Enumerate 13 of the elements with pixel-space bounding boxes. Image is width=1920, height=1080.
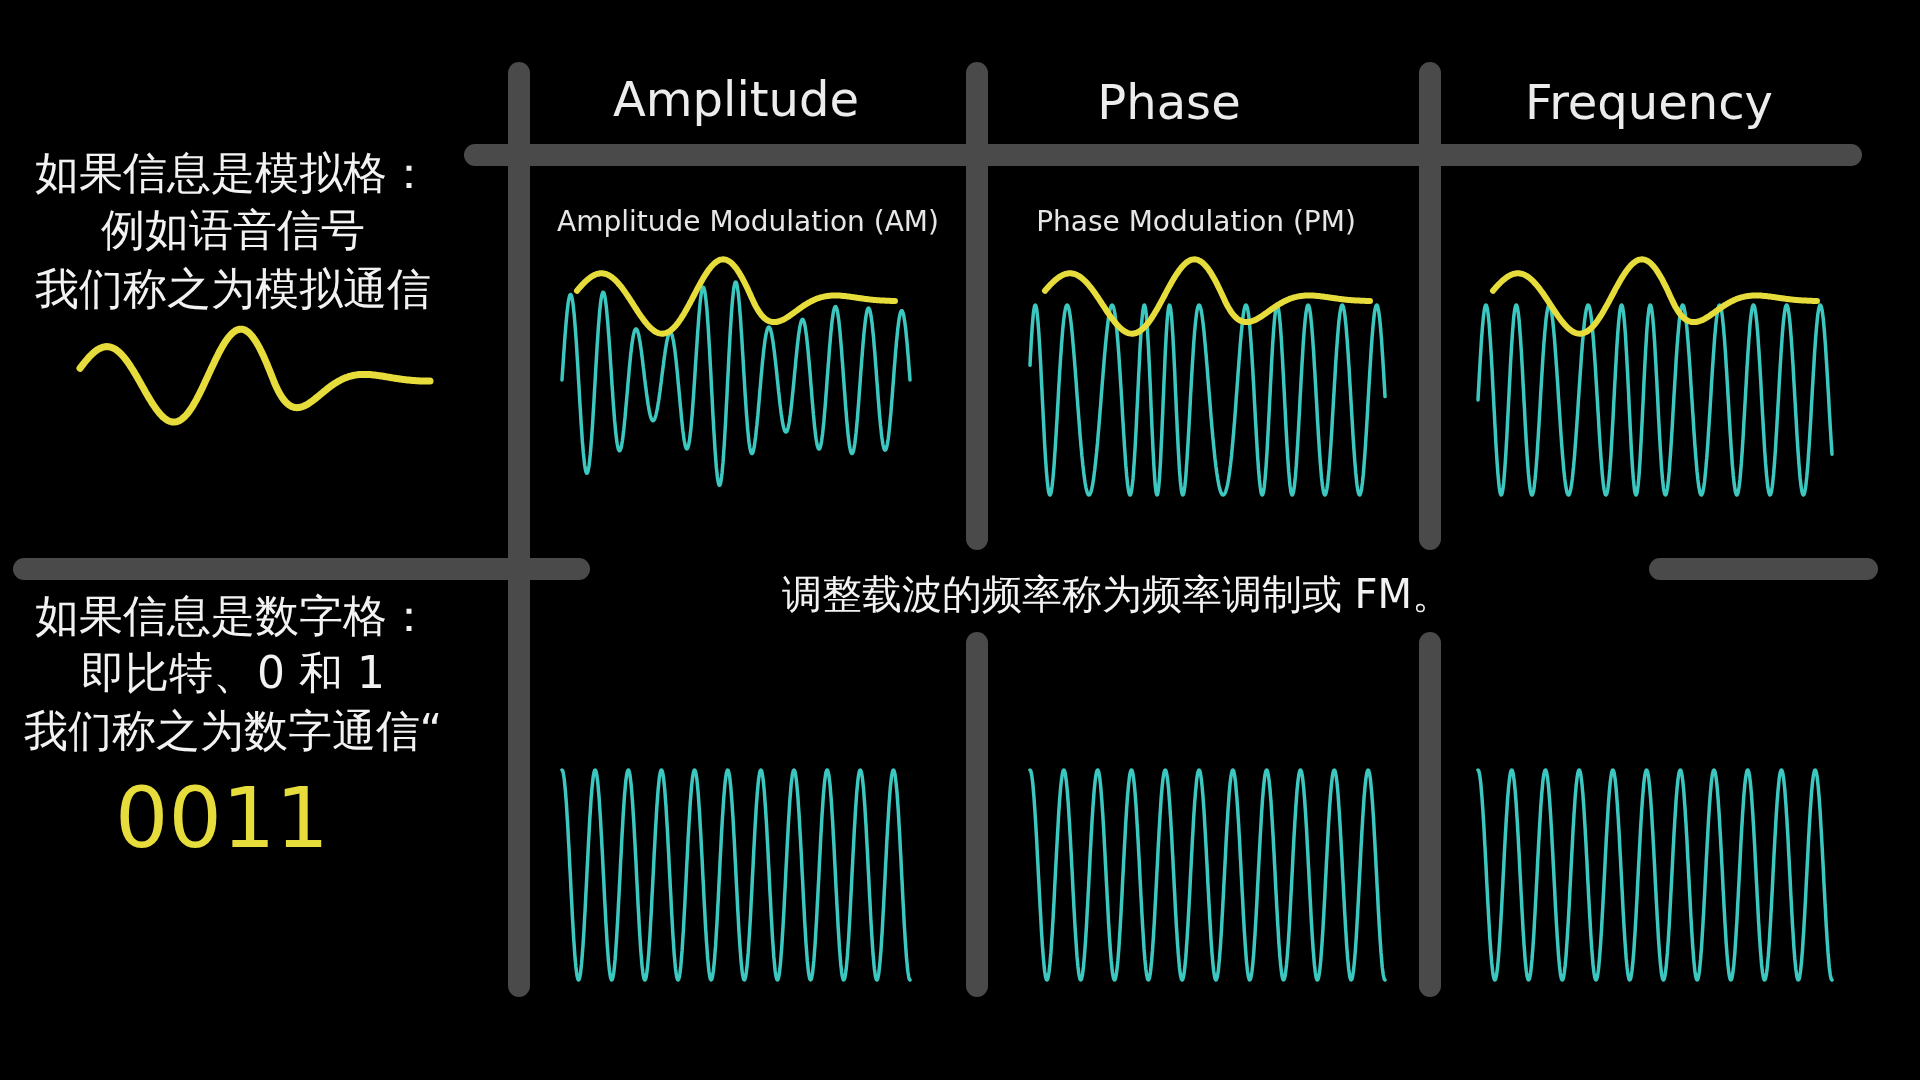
caption-text: 即比特、0 和 1 [81, 647, 385, 699]
caption-text: 我们称之为模拟通信 [35, 263, 431, 315]
panel-title: Amplitude Modulation (AM) [557, 205, 939, 239]
binary-digits: 0011 [115, 769, 329, 867]
caption-text: 我们称之为数字通信“ [23, 705, 443, 757]
column-heading: Amplitude [613, 72, 859, 128]
caption-text: 调整载波的频率称为频率调制或 FM。 [781, 571, 1453, 617]
caption-text: 例如语音信号 [101, 204, 365, 256]
panel-title: Phase Modulation (PM) [1036, 205, 1356, 239]
caption-text: 如果信息是数字格： [35, 590, 431, 642]
caption-text: 如果信息是模拟格： [35, 147, 431, 199]
column-heading: Frequency [1525, 75, 1773, 131]
column-heading: Phase [1097, 75, 1241, 131]
